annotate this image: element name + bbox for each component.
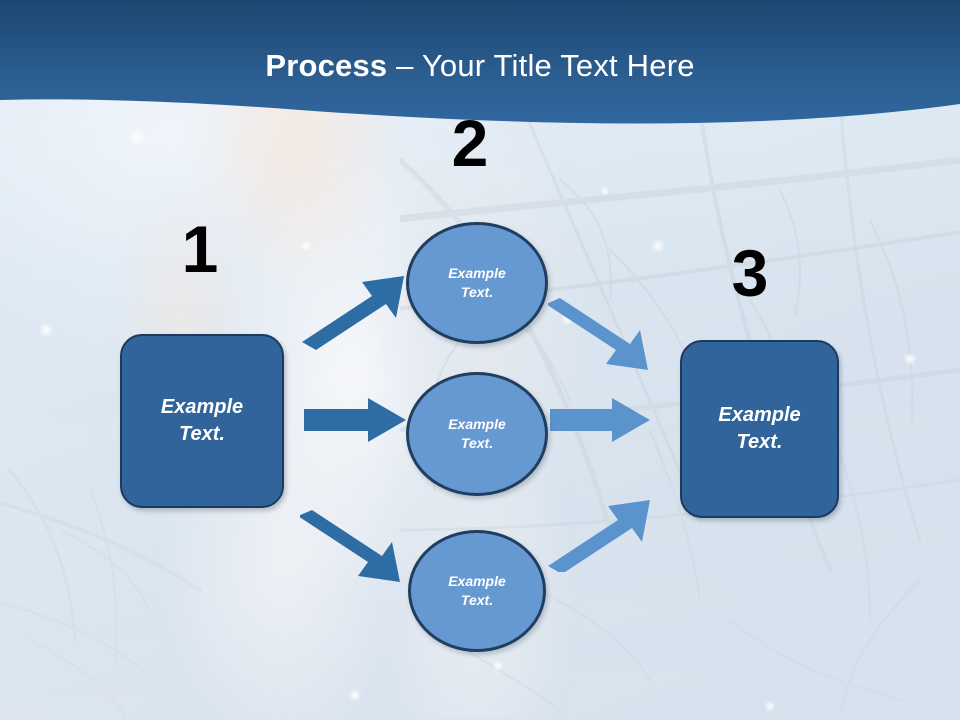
step-number-1: 1: [181, 212, 219, 286]
snow-fleck: [300, 240, 312, 252]
snow-fleck: [128, 128, 146, 146]
node-start-label: Example Text.: [160, 396, 244, 445]
step-number-3: 3: [731, 236, 769, 310]
page-title-bold: Process: [265, 48, 388, 83]
snow-fleck: [348, 688, 362, 702]
title-banner: Process – Your Title Text Here: [0, 0, 960, 140]
title-banner-shape: [0, 0, 960, 124]
node-branch-middle-label: Example Text.: [448, 416, 506, 451]
page-title-rest: – Your Title Text Here: [387, 48, 695, 83]
background-branches-left: [0, 468, 202, 716]
node-branch-top-label: Example Text.: [448, 265, 506, 300]
snow-fleck: [764, 700, 776, 712]
snow-fleck: [492, 660, 504, 672]
node-end-box[interactable]: Example Text.: [680, 340, 839, 518]
node-branch-top[interactable]: Example Text.: [406, 222, 548, 344]
arrow-middle-to-end: [550, 398, 650, 442]
node-end-label: Example Text.: [718, 404, 801, 453]
step-number-2: 2: [451, 106, 489, 180]
arrow-start-to-top: [302, 276, 404, 350]
snow-fleck: [650, 238, 666, 254]
node-branch-bottom[interactable]: Example Text.: [408, 530, 546, 652]
snow-fleck: [903, 352, 917, 366]
page-title: Process – Your Title Text Here: [0, 48, 960, 84]
arrow-bottom-to-end: [548, 500, 650, 572]
arrow-start-to-bottom: [300, 510, 400, 582]
arrow-top-to-end: [548, 298, 648, 370]
node-branch-bottom-label: Example Text.: [448, 573, 506, 608]
node-branch-middle[interactable]: Example Text.: [406, 372, 548, 496]
node-start-box[interactable]: Example Text.: [120, 334, 284, 508]
snow-fleck: [600, 186, 610, 196]
arrow-start-to-middle: [304, 398, 406, 442]
snow-fleck: [38, 322, 54, 338]
